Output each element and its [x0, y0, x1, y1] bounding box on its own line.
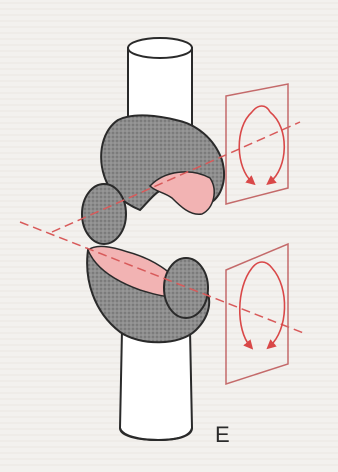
lower-bone — [120, 330, 192, 440]
panel-label: E — [215, 424, 230, 446]
lower-head-right-knob — [164, 258, 208, 318]
upper-bone-cut-surface — [128, 38, 192, 58]
upper-head-left-knob — [82, 184, 126, 244]
